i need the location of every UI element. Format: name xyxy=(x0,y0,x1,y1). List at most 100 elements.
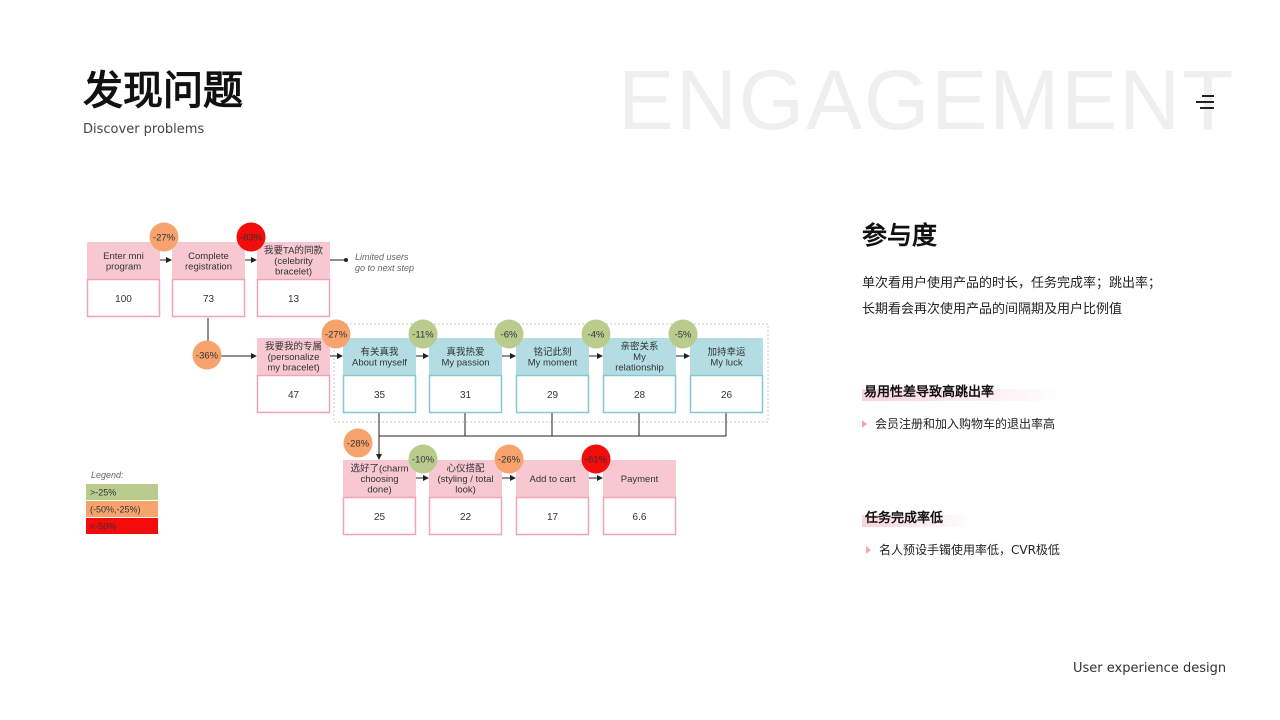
issue-bullet-1: 会员注册和加入购物车的退出率高 xyxy=(862,415,1055,432)
node-header xyxy=(343,460,416,497)
badge-circle xyxy=(192,340,222,370)
node-header xyxy=(257,338,330,375)
node-label: choosing xyxy=(360,474,398,485)
node-value-box xyxy=(602,374,677,414)
badge-label: -5% xyxy=(675,330,692,341)
legend-swatch xyxy=(86,518,158,534)
issue-heading-2: 任务完成率低 xyxy=(865,511,944,526)
node-header xyxy=(690,338,763,375)
node-label: Enter mni xyxy=(103,251,144,262)
dashed-group-frame xyxy=(333,323,769,423)
badge-circle xyxy=(581,319,611,349)
heading-highlight xyxy=(862,515,972,527)
dropoff-badge: -27% xyxy=(149,222,179,252)
node-label: 加持幸运 xyxy=(707,346,746,358)
node-label: done) xyxy=(367,485,391,496)
legend-label: (-50%,-25%) xyxy=(90,505,141,515)
node-value: 100 xyxy=(115,294,132,305)
badge-circle xyxy=(408,319,438,349)
node-value-box xyxy=(171,278,246,318)
node-header xyxy=(343,338,416,375)
node-value: 29 xyxy=(547,390,559,401)
node-value: 17 xyxy=(547,512,559,523)
badge-label: -28% xyxy=(347,439,370,450)
side-note-text: go to next step xyxy=(355,263,414,273)
node-label: My passion xyxy=(441,357,489,368)
node-value-box xyxy=(602,496,677,536)
dropoff-badge: -4% xyxy=(581,319,611,349)
badge-label: -27% xyxy=(325,330,348,341)
badge-label: -36% xyxy=(196,351,219,362)
badge-circle xyxy=(149,222,179,252)
node-label: (styling / total xyxy=(438,474,494,485)
node-value-box xyxy=(256,278,331,318)
node-value-box xyxy=(342,496,417,536)
badge-circle xyxy=(408,444,438,474)
node-value: 25 xyxy=(374,512,386,523)
badge-circle xyxy=(581,444,611,474)
badge-label: -10% xyxy=(412,455,435,466)
footer-text: User experience design xyxy=(1073,661,1227,676)
node-value-box xyxy=(256,374,331,414)
dropoff-badge: -83% xyxy=(236,222,266,252)
node-value-box xyxy=(689,374,764,414)
node-header xyxy=(172,242,245,279)
badge-circle xyxy=(668,319,698,349)
issue-heading-1: 易用性差导致高跳出率 xyxy=(864,385,995,400)
engagement-watermark: ENGAGEMENT xyxy=(618,53,1236,147)
triangle-bullet-icon xyxy=(866,545,871,554)
dropoff-badge: -11% xyxy=(408,319,438,349)
node-header xyxy=(429,460,502,497)
node-value: 35 xyxy=(374,390,386,401)
node-value: 6.6 xyxy=(633,512,647,523)
node-label: Payment xyxy=(621,474,659,485)
badge-circle xyxy=(494,444,524,474)
node-label: 心仪搭配 xyxy=(446,463,485,475)
badge-label: -61% xyxy=(585,455,608,466)
triangle-bullet-icon xyxy=(862,419,867,428)
node-label: 铭记此刻 xyxy=(533,346,571,358)
flow-endpoint-dot xyxy=(344,258,348,262)
flow-node: Payment 6.6 xyxy=(602,460,677,536)
node-label: 真我热爱 xyxy=(446,346,484,358)
node-value: 47 xyxy=(288,390,300,401)
node-label: program xyxy=(106,261,141,272)
node-header xyxy=(429,338,502,375)
engagement-desc-line-2: 长期看会再次使用产品的间隔期及用户比例值 xyxy=(862,302,1123,317)
node-label: registration xyxy=(185,261,232,272)
node-value-box xyxy=(86,278,161,318)
node-label: 亲密关系 xyxy=(620,341,658,353)
dropoff-badge: -26% xyxy=(494,444,524,474)
node-header xyxy=(257,242,330,279)
badge-label: -11% xyxy=(412,330,434,341)
node-value: 28 xyxy=(634,390,646,401)
badge-label: -6% xyxy=(501,330,518,341)
legend-title: Legend: xyxy=(91,470,124,480)
menu-icon[interactable] xyxy=(1196,95,1214,111)
node-label: relationship xyxy=(615,363,664,374)
badge-circle xyxy=(236,222,266,252)
node-value: 13 xyxy=(288,294,300,305)
node-value-box xyxy=(342,374,417,414)
node-header xyxy=(516,338,589,375)
dropoff-badge: -36% xyxy=(192,340,222,370)
node-value: 31 xyxy=(460,390,472,401)
issue-bullet-text-1: 会员注册和加入购物车的退出率高 xyxy=(875,417,1056,431)
node-label: bracelet) xyxy=(275,267,312,278)
node-label: About myself xyxy=(352,357,407,368)
badge-label: -26% xyxy=(498,455,521,466)
node-value-box xyxy=(428,496,503,536)
node-label: 我要TA的同款 xyxy=(264,245,323,257)
legend-label: <-50% xyxy=(90,522,116,532)
node-label: 选好了(charm xyxy=(350,463,408,475)
page-title: 发现问题 xyxy=(83,68,243,114)
